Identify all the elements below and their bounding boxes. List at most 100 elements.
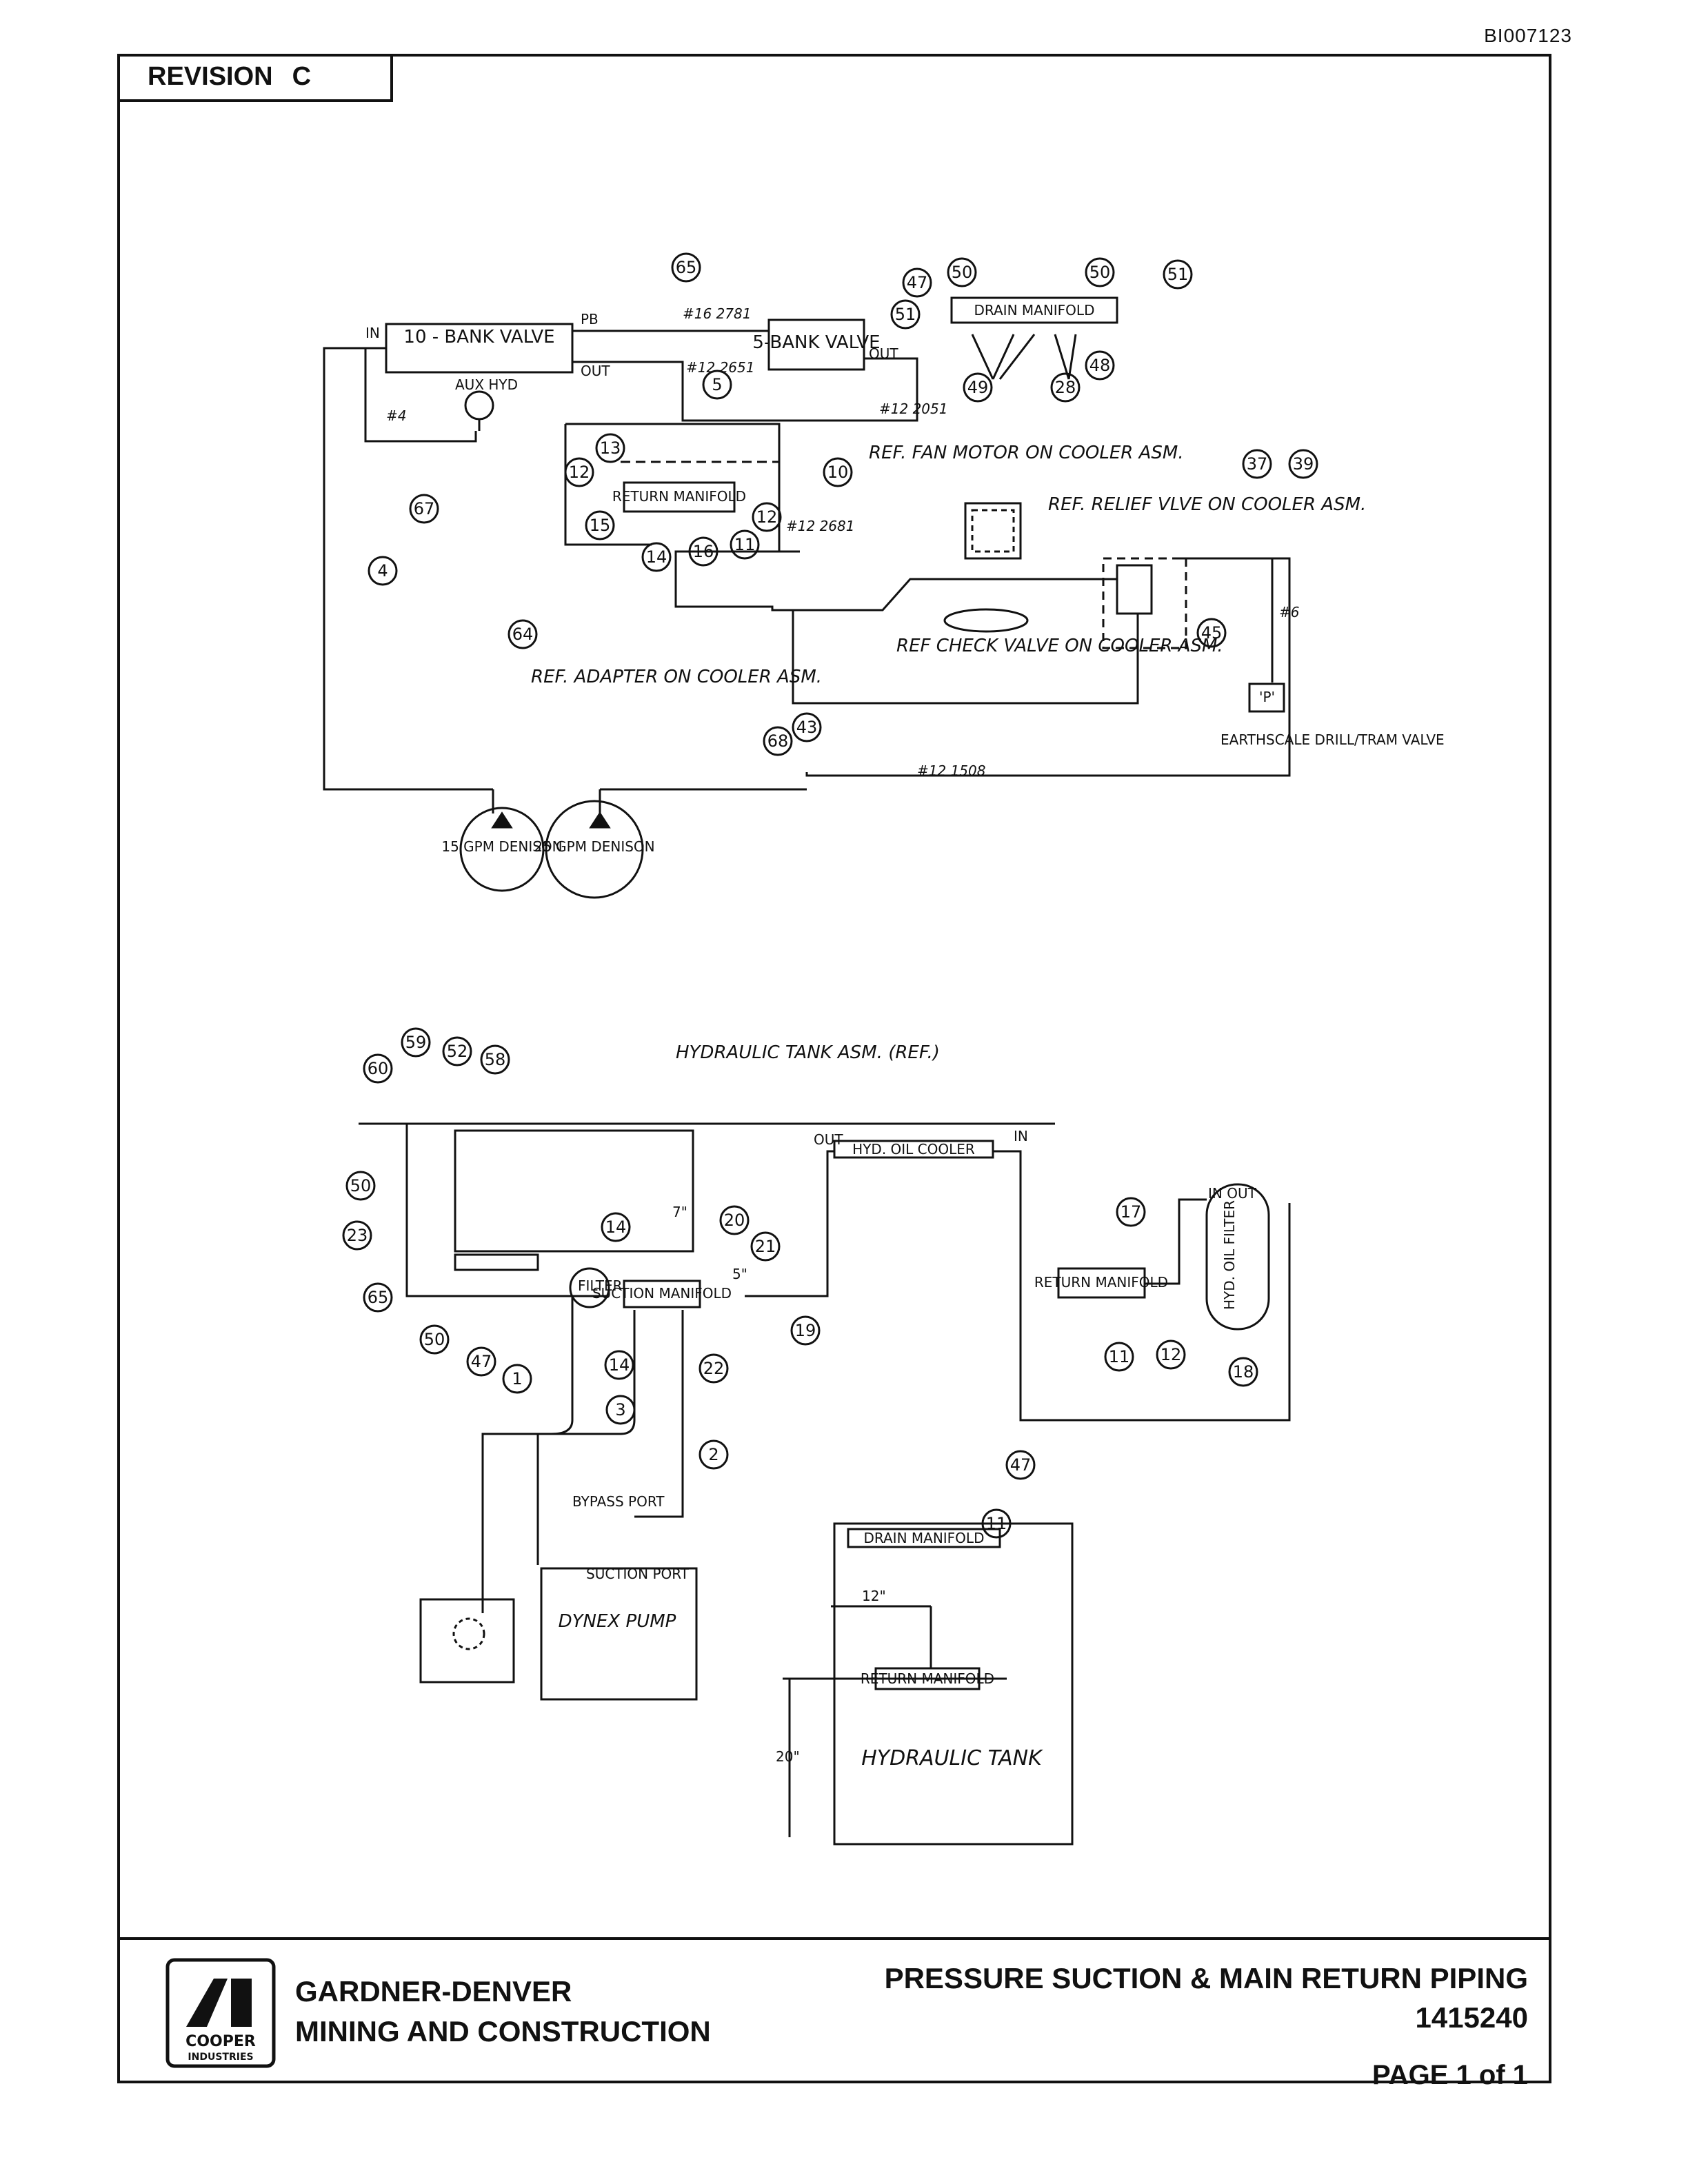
callout-top-number: 11 xyxy=(734,535,756,554)
callout-bottom-number: 14 xyxy=(609,1355,630,1375)
callout-bottom-number: 59 xyxy=(405,1033,427,1052)
callout-bottom-bubble xyxy=(1156,1339,1186,1370)
motor-circle-icon xyxy=(452,1617,485,1650)
part-number: 1415240 xyxy=(1415,2001,1528,2034)
callout-bottom-number: 18 xyxy=(1233,1362,1254,1382)
dim-5: 5" xyxy=(732,1266,747,1282)
dim-12: 12" xyxy=(862,1588,886,1604)
filter-small-label: FILTER xyxy=(578,1277,623,1294)
right-loop xyxy=(805,557,1291,777)
callout-bottom-bubble xyxy=(750,1231,781,1262)
drain-strip xyxy=(454,1253,539,1271)
valve-5bank-label: 5-BANK VALVE xyxy=(752,332,880,353)
revision-box: REVISION C xyxy=(117,54,393,102)
pump-15-label: 15 GPM DENISON xyxy=(441,838,562,855)
dim-12-line xyxy=(831,1605,932,1668)
callout-bottom-number: 22 xyxy=(703,1359,725,1378)
drain-manifold-top-label: DRAIN MANIFOLD xyxy=(974,302,1095,318)
pump-25-label: 25 GPM DENISON xyxy=(534,838,654,855)
hose-label-3: #12 2051 xyxy=(879,401,947,417)
callout-bottom-bubble xyxy=(401,1027,431,1058)
suction-manifold: SUCTION MANIFOLD xyxy=(592,1280,732,1308)
tank-left-line xyxy=(405,1124,829,1297)
callout-top-bubble xyxy=(890,299,921,330)
aux-line xyxy=(364,347,481,443)
callout-top-number: 16 xyxy=(693,542,714,561)
callout-top-bubble xyxy=(688,536,719,567)
callout-top-number: 50 xyxy=(1089,263,1111,282)
callout-bottom-bubble xyxy=(345,1171,376,1201)
relief-valve-box xyxy=(1116,564,1153,615)
callout-top-bubble xyxy=(409,494,439,524)
dim-20: 20" xyxy=(776,1748,800,1765)
callout-top-bubble xyxy=(902,267,932,298)
callout-top-bubble xyxy=(564,457,594,487)
note-fan-motor: REF. FAN MOTOR ON COOLER ASM. xyxy=(869,443,1184,463)
callout-bottom-number: 2 xyxy=(708,1445,719,1464)
callout-bottom-bubble xyxy=(601,1212,631,1242)
return-manifold-top: RETURN MANIFOLD xyxy=(612,481,746,513)
label-pb: PB xyxy=(581,311,599,327)
document-id: BI007123 xyxy=(1484,25,1572,46)
callout-top-bubble xyxy=(823,457,853,487)
callout-bottom-bubble xyxy=(604,1350,634,1380)
revision-label: REVISION xyxy=(148,61,273,91)
callout-bottom-number: 11 xyxy=(986,1514,1007,1533)
callout-bottom-number: 23 xyxy=(347,1226,368,1245)
return-manifold-top-label: RETURN MANIFOLD xyxy=(612,488,746,505)
callout-bottom-bubble xyxy=(699,1353,729,1384)
callout-bottom-bubble xyxy=(363,1053,393,1084)
callout-top-number: 28 xyxy=(1055,378,1076,397)
fan-motor-box xyxy=(964,502,1022,560)
callout-bottom-bubble xyxy=(699,1439,729,1470)
drawing-frame xyxy=(117,54,1551,2083)
callout-bottom-number: 47 xyxy=(471,1352,492,1371)
hyd-filter-label: HYD. OIL FILTER xyxy=(1221,1200,1238,1310)
check-loop xyxy=(792,610,1139,705)
callout-top-bubble xyxy=(730,529,760,560)
callout-top-number: 45 xyxy=(1201,623,1223,643)
callout-bottom-bubble xyxy=(419,1324,450,1355)
callout-top-number: 50 xyxy=(952,263,973,282)
callout-bottom-bubble xyxy=(719,1205,750,1235)
hyd-filter-body xyxy=(1205,1183,1270,1331)
cooler-out-label: OUT xyxy=(814,1131,843,1148)
check-valve-icon xyxy=(943,608,1029,633)
hose-label-2: #12 2651 xyxy=(686,359,754,376)
callout-top-bubble xyxy=(1085,350,1115,381)
callout-bottom-bubble xyxy=(1228,1357,1258,1387)
pump-25gpm: 25 GPM DENISON xyxy=(534,800,655,899)
callout-top-bubble xyxy=(595,433,625,463)
callout-bottom-bubble xyxy=(466,1346,496,1377)
svg-text:INDUSTRIES: INDUSTRIES xyxy=(188,2052,253,2063)
callout-top-bubble xyxy=(671,252,701,283)
hose-label-7: #6 xyxy=(1279,604,1299,620)
callout-top-number: 51 xyxy=(1167,265,1189,284)
pump-25-arrow-icon xyxy=(589,811,611,829)
valve-10bank-label: 10 - BANK VALVE xyxy=(403,327,554,347)
callout-bottom-bubble xyxy=(480,1044,510,1075)
dynex-pump-box xyxy=(540,1567,698,1701)
callout-bottom-bubble xyxy=(1104,1342,1134,1372)
valve-5bank: 5-BANK VALVE xyxy=(752,318,881,371)
callout-bottom-number: 65 xyxy=(368,1288,389,1307)
callout-top-number: 65 xyxy=(676,258,697,277)
cooler-in-label: IN xyxy=(1014,1128,1028,1144)
callout-bottom-bubble xyxy=(605,1395,636,1425)
callout-bottom-number: 14 xyxy=(605,1217,627,1237)
callout-bottom-number: 1 xyxy=(512,1369,522,1388)
callout-top-number: 12 xyxy=(756,507,778,527)
callout-top-bubble xyxy=(947,257,977,287)
callout-bottom-bubble xyxy=(1116,1197,1146,1227)
hydraulic-tank-label: HYDRAULIC TANK xyxy=(861,1746,1043,1770)
return-manifold-bottom-label: RETURN MANIFOLD xyxy=(1034,1274,1168,1291)
callout-top-number: 49 xyxy=(967,378,989,397)
callout-bottom-number: 3 xyxy=(615,1400,625,1419)
callout-top-bubble xyxy=(1085,257,1115,287)
callout-bottom-bubble xyxy=(363,1282,393,1313)
callout-bottom-bubble xyxy=(442,1036,472,1066)
title-block-rule xyxy=(117,1937,1551,1940)
